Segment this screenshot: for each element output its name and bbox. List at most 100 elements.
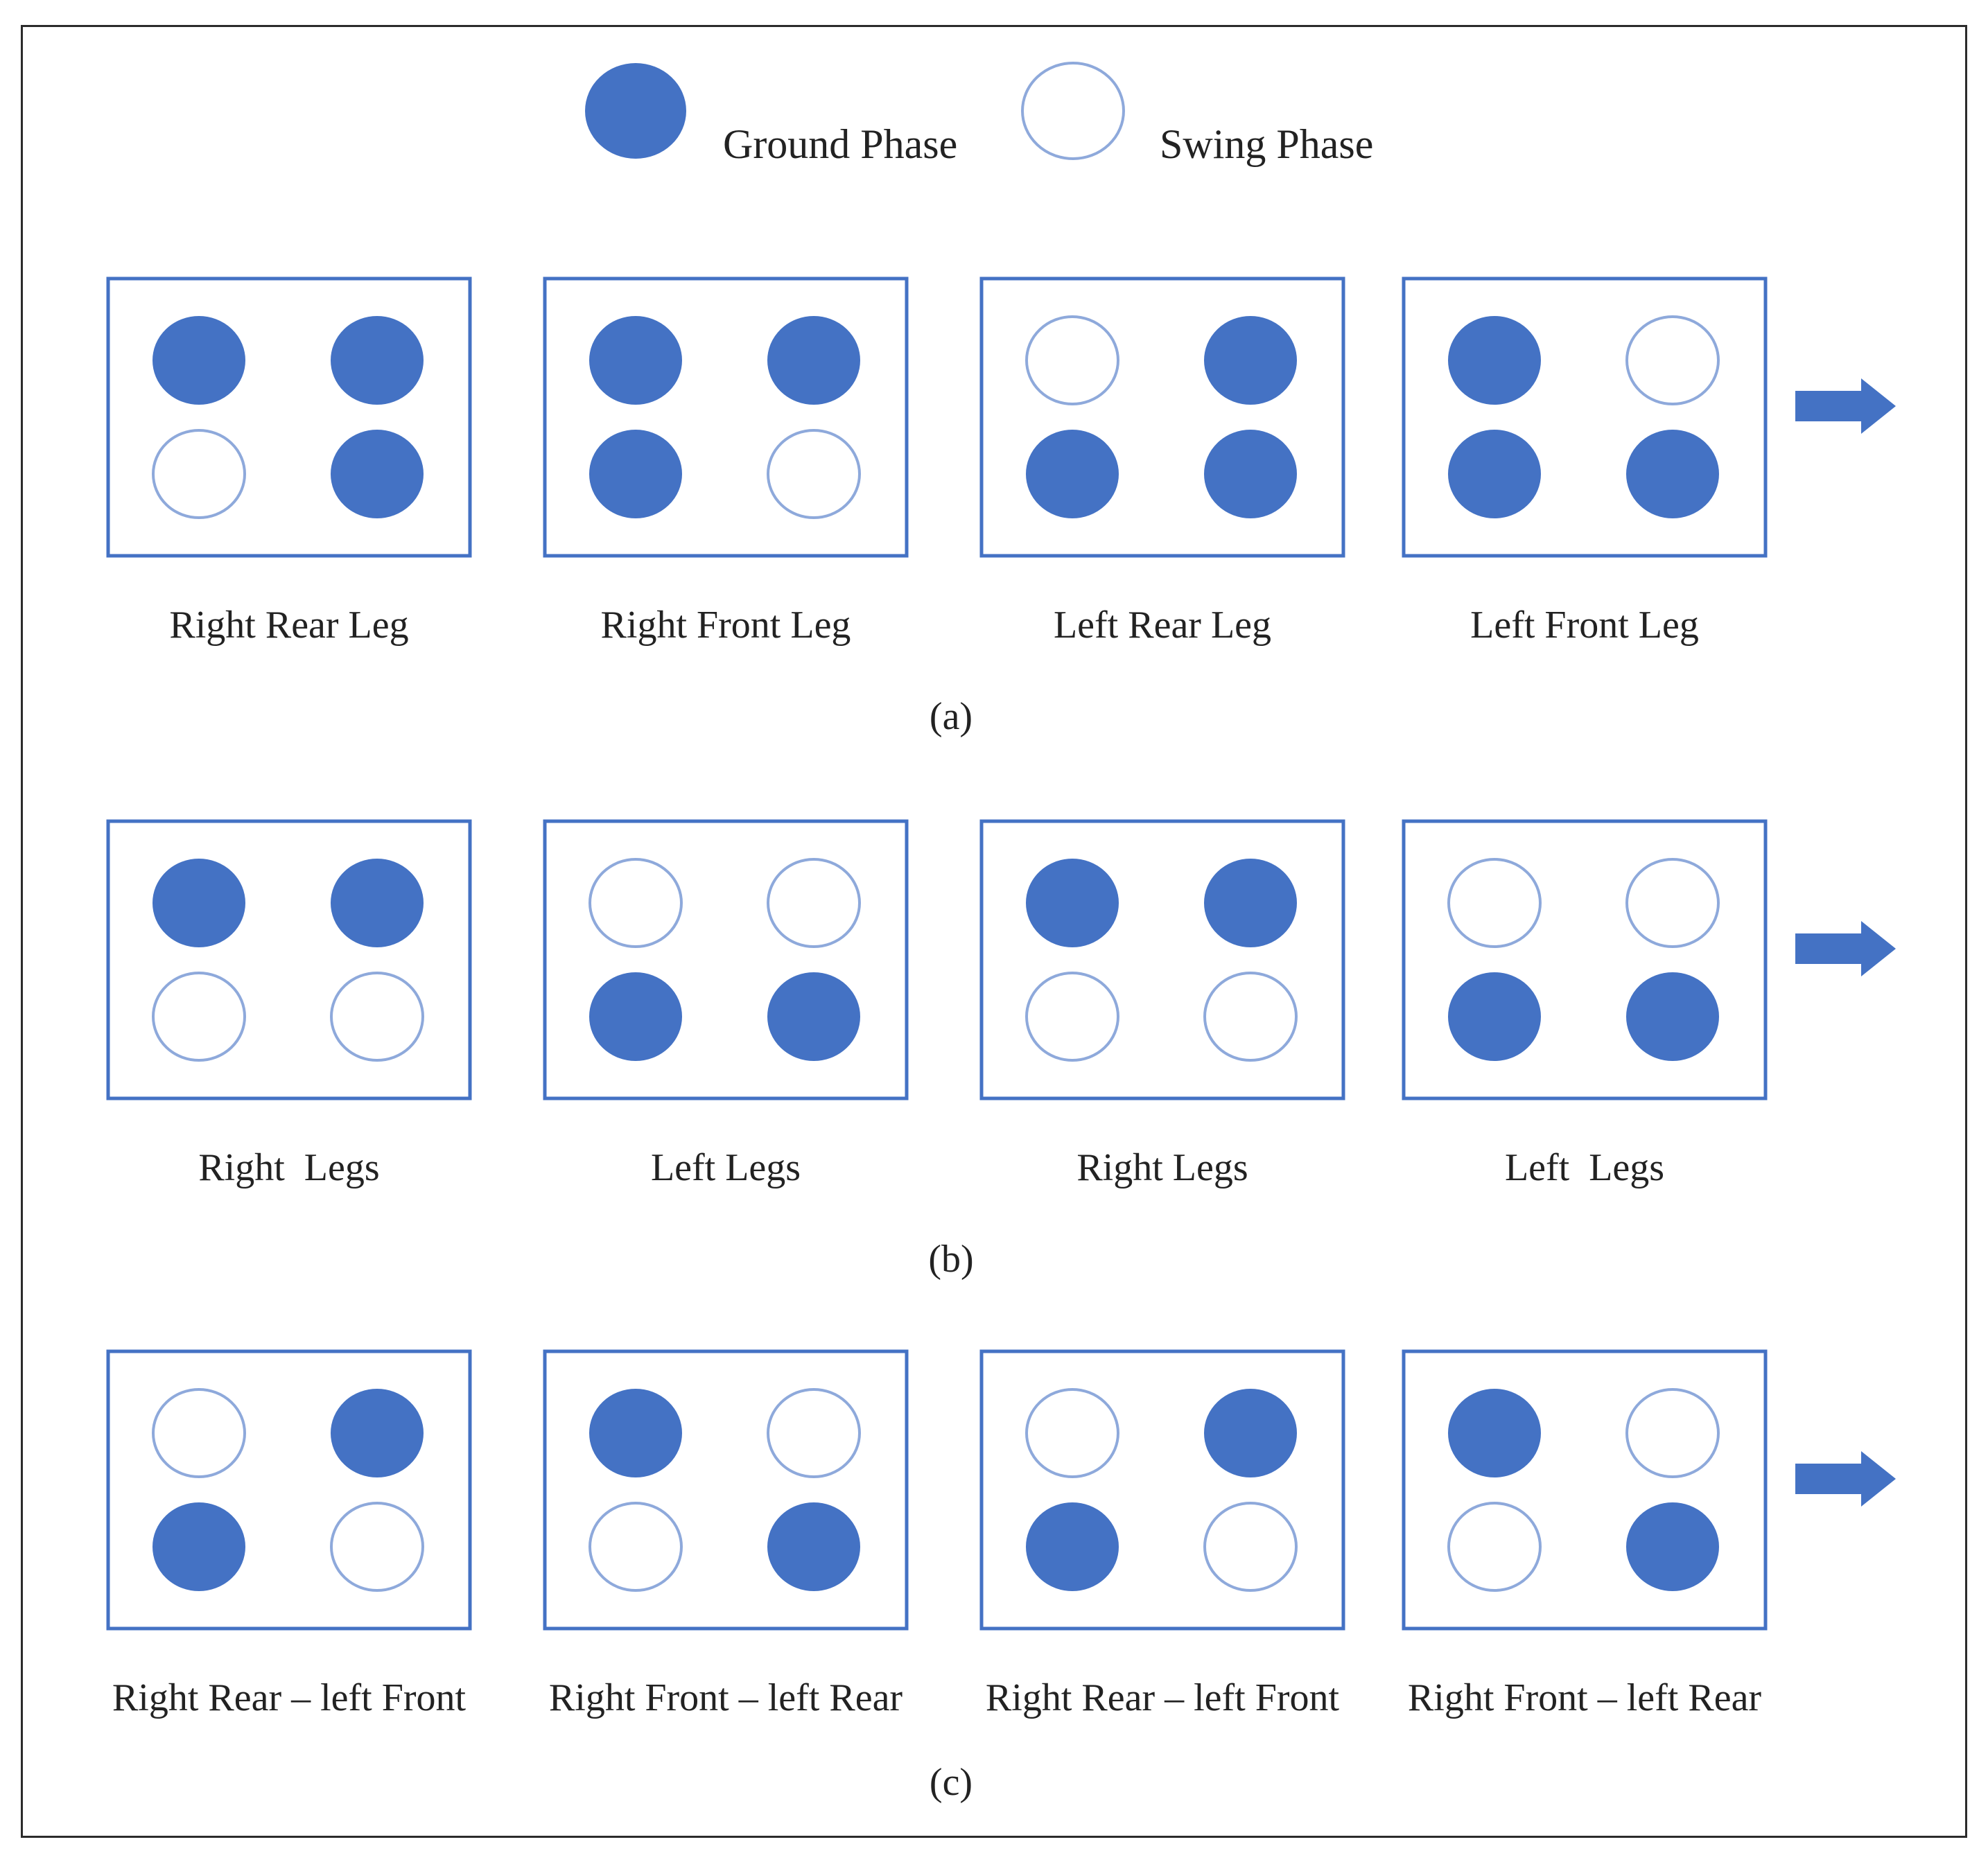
leg-swing-dot	[767, 1388, 861, 1478]
leg-ground-dot	[1626, 1502, 1719, 1591]
legend: Ground Phase Swing Phase	[585, 62, 1373, 167]
row-caption: (a)	[930, 695, 973, 738]
gait-row-c: Right Rear – left Front Right Front – lef…	[106, 1349, 1896, 1804]
gait-row-b: Right Legs Left Legs Right Legs Left Legs (b…	[106, 819, 1896, 1281]
leg-ground-dot	[1626, 430, 1719, 518]
gait-panel: Right Legs	[979, 819, 1345, 1189]
leg-ground-dot	[767, 316, 860, 405]
arrow-right-icon	[1795, 1451, 1896, 1507]
panel-box	[979, 277, 1345, 558]
leg-swing-dot	[330, 1502, 424, 1592]
leg-ground-dot	[1026, 859, 1119, 947]
leg-ground-dot	[152, 1502, 245, 1591]
panel-box	[543, 1349, 909, 1631]
figure-frame	[21, 25, 1967, 1838]
gait-rows: Right Rear Leg Right Front Leg Left Rear L…	[106, 277, 1896, 1804]
arrow-right-icon	[1795, 921, 1896, 976]
leg-swing-dot	[1203, 972, 1298, 1062]
panel-label: Left Front Leg	[1470, 604, 1699, 647]
legend-ground-icon	[585, 63, 686, 159]
leg-ground-dot	[331, 316, 424, 405]
panel-label: Left Legs	[651, 1146, 801, 1189]
leg-ground-dot	[767, 972, 860, 1061]
leg-ground-dot	[1448, 316, 1541, 405]
leg-swing-dot	[1625, 315, 1720, 405]
panel-label: Right Front Leg	[601, 604, 851, 647]
leg-ground-dot	[331, 430, 424, 518]
gait-panel: Left Front Leg	[1402, 277, 1768, 647]
panel-box	[106, 1349, 472, 1631]
panel-label: Right Rear – left Front	[112, 1676, 467, 1719]
leg-swing-dot	[1025, 1388, 1119, 1478]
leg-swing-dot	[767, 429, 861, 519]
row-caption: (b)	[928, 1238, 973, 1281]
leg-ground-dot	[331, 859, 424, 947]
leg-swing-dot	[1025, 315, 1119, 405]
row-caption: (c)	[930, 1761, 973, 1804]
leg-ground-dot	[1026, 1502, 1119, 1591]
leg-swing-dot	[1447, 858, 1542, 948]
panel-box	[1402, 1349, 1768, 1631]
legend-swing-icon	[1021, 62, 1125, 160]
leg-ground-dot	[152, 859, 245, 947]
panel-box	[106, 277, 472, 558]
gait-panel: Right Rear – left Front	[106, 1349, 472, 1719]
leg-ground-dot	[1204, 430, 1297, 518]
gait-panel: Right Front – left Rear	[543, 1349, 909, 1719]
leg-swing-dot	[152, 972, 246, 1062]
panel-label: Right Rear – left Front	[986, 1676, 1340, 1719]
panel-box	[543, 277, 909, 558]
leg-ground-dot	[1448, 972, 1541, 1061]
leg-ground-dot	[1204, 316, 1297, 405]
leg-swing-dot	[330, 972, 424, 1062]
panel-label: Left Legs	[1505, 1146, 1664, 1189]
panel-box	[106, 819, 472, 1100]
panel-label: Right Rear Leg	[169, 604, 408, 647]
gait-row-a: Right Rear Leg Right Front Leg Left Rear L…	[106, 277, 1896, 738]
leg-swing-dot	[1625, 1388, 1720, 1478]
leg-ground-dot	[767, 1502, 860, 1591]
leg-ground-dot	[1448, 1389, 1541, 1477]
leg-ground-dot	[1626, 972, 1719, 1061]
leg-swing-dot	[1203, 1502, 1298, 1592]
gait-panel: Left Legs	[1402, 819, 1768, 1189]
leg-ground-dot	[1026, 430, 1119, 518]
gait-panel: Left Rear Leg	[979, 277, 1345, 647]
leg-swing-dot	[1625, 858, 1720, 948]
panel-box	[979, 819, 1345, 1100]
panel-label: Left Rear Leg	[1054, 604, 1271, 647]
leg-swing-dot	[767, 858, 861, 948]
leg-ground-dot	[152, 316, 245, 405]
panel-label: Right Front – left Rear	[549, 1676, 903, 1719]
gait-panel: Right Rear – left Front	[979, 1349, 1345, 1719]
leg-swing-dot	[588, 858, 683, 948]
panel-label: Right Legs	[198, 1146, 379, 1189]
legend-ground-label: Ground Phase	[723, 121, 957, 167]
gait-panel: Right Front Leg	[543, 277, 909, 647]
panel-label: Right Legs	[1076, 1146, 1248, 1189]
leg-ground-dot	[1204, 1389, 1297, 1477]
leg-swing-dot	[588, 1502, 683, 1592]
panel-box	[1402, 277, 1768, 558]
leg-swing-dot	[152, 1388, 246, 1478]
leg-ground-dot	[589, 316, 682, 405]
gait-panel: Right Front – left Rear	[1402, 1349, 1768, 1719]
legend-swing-label: Swing Phase	[1160, 121, 1373, 167]
gait-panel: Left Legs	[543, 819, 909, 1189]
panel-box	[1402, 819, 1768, 1100]
leg-ground-dot	[331, 1389, 424, 1477]
gait-panel: Right Rear Leg	[106, 277, 472, 647]
arrow-right-icon	[1795, 378, 1896, 434]
panel-box	[979, 1349, 1345, 1631]
leg-ground-dot	[589, 972, 682, 1061]
panel-label: Right Front – left Rear	[1408, 1676, 1762, 1719]
leg-swing-dot	[1025, 972, 1119, 1062]
leg-swing-dot	[152, 429, 246, 519]
leg-ground-dot	[1204, 859, 1297, 947]
leg-ground-dot	[589, 1389, 682, 1477]
leg-ground-dot	[1448, 430, 1541, 518]
gait-panel: Right Legs	[106, 819, 472, 1189]
leg-swing-dot	[1447, 1502, 1542, 1592]
leg-ground-dot	[589, 430, 682, 518]
